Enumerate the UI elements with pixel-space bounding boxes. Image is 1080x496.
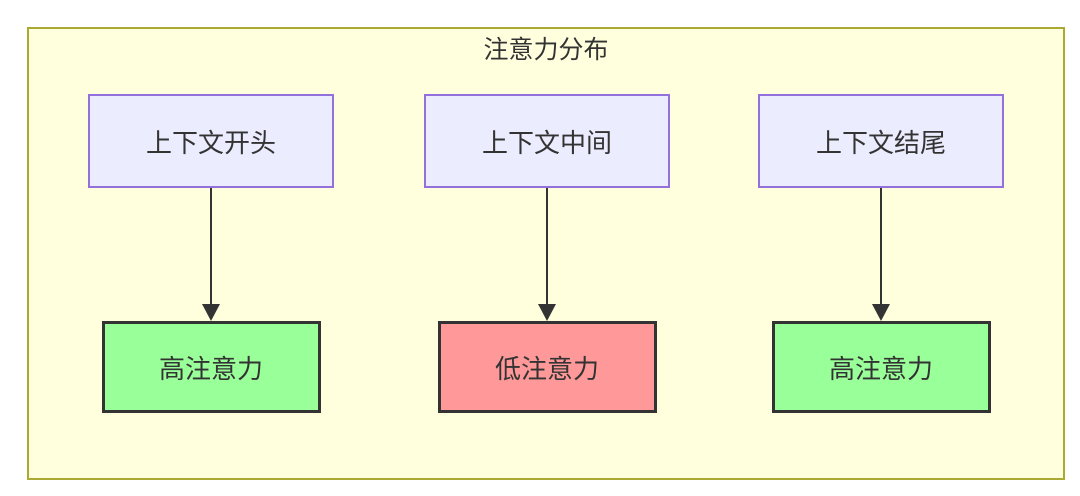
flow-column-context-middle: 上下文中间 低注意力	[422, 94, 672, 413]
arrow-line	[546, 188, 548, 304]
node-attention-low-label: 低注意力	[494, 353, 599, 384]
node-attention-high-1: 高注意力	[101, 321, 321, 413]
arrow-down	[872, 188, 890, 321]
node-context-end: 上下文结尾	[758, 94, 1004, 188]
arrow-line	[880, 188, 882, 304]
node-context-middle-label: 上下文中间	[481, 127, 612, 158]
arrowhead-icon	[872, 304, 890, 321]
arrow-down	[202, 188, 220, 321]
arrow-line	[210, 188, 212, 304]
node-context-start-label: 上下文开头	[145, 127, 276, 158]
node-context-middle: 上下文中间	[424, 94, 670, 188]
node-attention-low: 低注意力	[437, 321, 657, 413]
node-attention-high-2-label: 高注意力	[828, 353, 933, 384]
arrowhead-icon	[538, 304, 556, 321]
attention-distribution-diagram: 注意力分布 上下文开头 高注意力 上下文中间 低注意力	[27, 27, 1065, 480]
node-attention-high-2: 高注意力	[771, 321, 991, 413]
node-context-end-label: 上下文结尾	[815, 127, 946, 158]
diagram-title: 注意力分布	[483, 36, 609, 64]
arrow-down	[538, 188, 556, 321]
node-context-start: 上下文开头	[88, 94, 334, 188]
flow-column-context-end: 上下文结尾 高注意力	[756, 94, 1006, 413]
flow-column-context-start: 上下文开头 高注意力	[86, 94, 336, 413]
arrowhead-icon	[202, 304, 220, 321]
node-attention-high-1-label: 高注意力	[158, 353, 263, 384]
